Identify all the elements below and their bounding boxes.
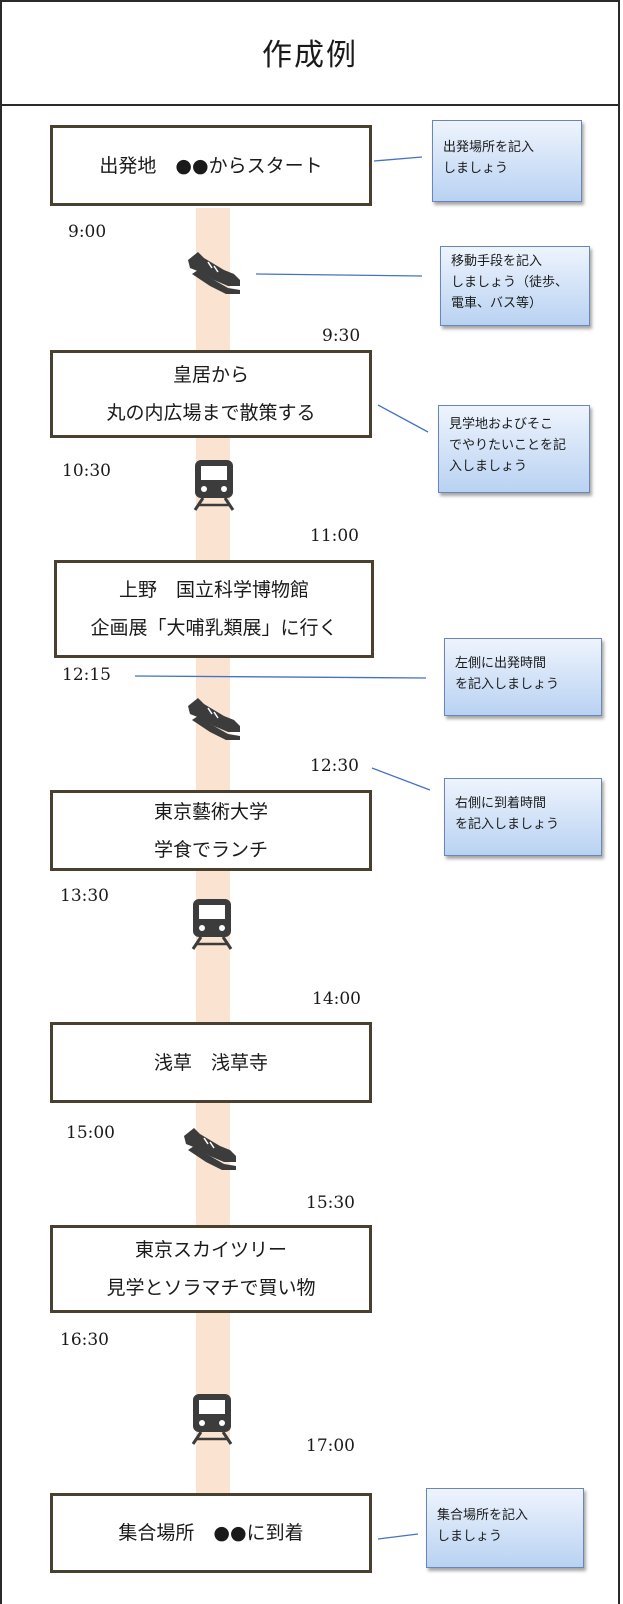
departure-time: 10:30: [62, 461, 111, 481]
note-callout: 見学地およびそこ でやりたいことを記 入しましょう: [438, 405, 590, 493]
connector-line: [373, 156, 423, 162]
connector-line: [377, 1533, 419, 1540]
departure-time: 16:30: [60, 1330, 109, 1350]
stop-box: 東京藝術大学 学食でランチ: [50, 790, 372, 871]
note-text: しましょう: [443, 161, 509, 176]
note-text: しましょう: [437, 1529, 503, 1544]
note-text: 出発場所を記入: [443, 140, 535, 155]
train-icon: [193, 460, 235, 511]
note-callout: 右側に到着時間 を記入しましょう: [444, 778, 602, 856]
stop-text: 丸の内広場まで散策する: [106, 402, 316, 424]
departure-time: 9:00: [68, 222, 107, 242]
note-text: でやりたいことを記: [449, 438, 567, 453]
note-text: 入しましょう: [449, 459, 528, 474]
arrival-time: 12:30: [310, 756, 359, 776]
departure-time: 12:15: [62, 665, 111, 685]
stop-box: 出発地 ●●からスタート: [50, 125, 372, 206]
stop-text: 集合場所 ●●に到着: [118, 1522, 304, 1544]
stop-box: 集合場所 ●●に到着: [50, 1493, 372, 1573]
stop-box: 上野 国立科学博物館 企画展「大哺乳類展」に行く: [54, 560, 374, 658]
shoe-icon: [188, 252, 240, 294]
stop-text: 見学とソラマチで買い物: [106, 1277, 316, 1299]
shoe-icon: [184, 1128, 236, 1170]
arrival-time: 14:00: [312, 989, 361, 1009]
arrival-time: 17:00: [306, 1436, 355, 1456]
stop-text: 皇居から: [172, 364, 249, 386]
note-text: 右側に到着時間: [455, 796, 547, 811]
train-icon: [191, 1394, 233, 1445]
note-callout: 左側に出発時間 を記入しましょう: [444, 638, 602, 716]
connector-line: [377, 404, 429, 433]
note-text: 電車、バス等）: [451, 296, 543, 311]
shoe-icon: [188, 698, 240, 740]
arrival-time: 15:30: [306, 1193, 355, 1213]
connector-line: [134, 675, 427, 679]
departure-time: 13:30: [60, 886, 109, 906]
note-text: 集合場所を記入: [437, 1508, 529, 1523]
page-title: 作成例: [0, 0, 620, 106]
note-text: を記入しましょう: [455, 817, 560, 832]
connector-line: [255, 273, 423, 277]
note-text: を記入しましょう: [455, 677, 560, 692]
arrival-time: 9:30: [322, 326, 361, 346]
note-text: 左側に出発時間: [455, 656, 547, 671]
stop-box: 東京スカイツリー 見学とソラマチで買い物: [50, 1225, 372, 1313]
stop-text: 出発地 ●●からスタート: [99, 154, 323, 177]
stop-text: 浅草 浅草寺: [153, 1051, 268, 1074]
note-text: 見学地およびそこ: [449, 417, 554, 432]
arrival-time: 11:00: [310, 526, 359, 546]
stop-text: 東京スカイツリー: [134, 1239, 287, 1261]
departure-time: 15:00: [66, 1123, 115, 1143]
stop-box: 浅草 浅草寺: [50, 1022, 372, 1103]
stop-text: 企画展「大哺乳類展」に行く: [90, 617, 338, 639]
note-callout: 集合場所を記入 しましょう: [426, 1488, 584, 1568]
note-text: しましょう（徒歩、: [451, 275, 569, 290]
stop-text: 東京藝術大学: [153, 800, 268, 823]
connector-line: [371, 767, 431, 791]
note-text: 移動手段を記入: [451, 254, 543, 269]
stop-text: 上野 国立科学博物館: [118, 579, 309, 601]
stop-text: 学食でランチ: [153, 838, 268, 861]
stop-box: 皇居から 丸の内広場まで散策する: [50, 350, 372, 438]
note-callout: 移動手段を記入 しましょう（徒歩、 電車、バス等）: [440, 246, 590, 326]
train-icon: [191, 899, 233, 950]
note-callout: 出発場所を記入 しましょう: [432, 120, 582, 202]
